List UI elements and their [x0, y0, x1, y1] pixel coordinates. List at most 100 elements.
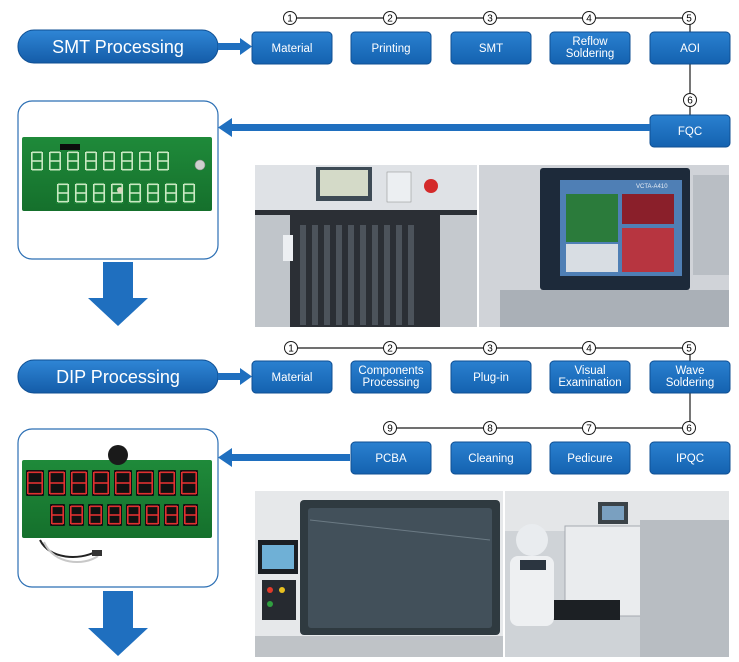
seven-segment-digit	[110, 182, 124, 204]
smt-step-number: 3	[487, 14, 493, 25]
seven-segment-digit	[92, 182, 106, 204]
dip-step-number-circle	[582, 341, 596, 355]
smt-board-frame	[17, 100, 219, 260]
aoi-screen-label: VCTA-A410	[636, 184, 668, 190]
smt-fqc-arrow	[218, 118, 650, 137]
dip-step-number: 9	[387, 424, 393, 435]
dip-step-label: Plug-in	[473, 372, 509, 384]
aoi-machine-photo: VCTA-A410	[479, 165, 729, 327]
dip-step-pedicure: Pedicure 7	[549, 421, 631, 475]
seven-segment-digit	[164, 182, 178, 204]
smt-title: SMT Processing	[52, 37, 184, 57]
seven-segment-digit	[69, 504, 84, 526]
dip-down-arrow	[88, 591, 148, 656]
dip-step-label: IPQC	[676, 453, 704, 465]
dip-step-number-circle	[383, 421, 397, 435]
smt-pill-arrow	[218, 38, 252, 55]
dip-step-number: 8	[487, 424, 493, 435]
dip-title: DIP Processing	[56, 367, 180, 387]
smt-step-label: Reflow	[572, 36, 608, 48]
dip-step-box	[649, 441, 731, 475]
dip-step-label: Components	[358, 365, 423, 377]
smt-step-number-circle	[383, 11, 397, 25]
dip-step-number: 7	[586, 424, 592, 435]
wave-soldering-photo	[255, 491, 503, 657]
dip-step-number: 1	[288, 344, 294, 355]
dip-step-number: 2	[387, 344, 393, 355]
smt-step-label: Printing	[372, 43, 411, 55]
dip-step-label: Pedicure	[567, 453, 612, 465]
smt-step-number-circle	[483, 11, 497, 25]
dip-step-number-circle	[682, 421, 696, 435]
dip-step-box	[450, 360, 532, 394]
smt-step-label: FQC	[678, 126, 702, 138]
dip-step-material: Material 1	[251, 341, 333, 394]
smt-step-printing: Printing 2	[350, 11, 432, 65]
dip-step-number: 6	[686, 424, 692, 435]
dip-step-number-circle	[582, 421, 596, 435]
dip-step-box	[649, 360, 731, 394]
seven-segment-digit	[183, 504, 198, 526]
dip-step-label: Wave	[676, 365, 705, 377]
dip-pcb-image	[22, 445, 212, 563]
smt-step-box	[649, 31, 731, 65]
dip-step-label: PCBA	[375, 453, 407, 465]
dip-step-box	[549, 441, 631, 475]
dip-step-label: Material	[272, 372, 313, 384]
smt-machine-photo	[255, 165, 477, 327]
smt-step-box	[350, 31, 432, 65]
seven-segment-digit	[48, 470, 66, 496]
dip-step-number: 3	[487, 344, 493, 355]
dip-board-frame	[17, 428, 219, 588]
seven-segment-digit	[50, 504, 65, 526]
dip-step-box	[350, 441, 432, 475]
smt-step-material: Material 1	[251, 11, 333, 65]
smt-step-label: Soldering	[566, 48, 615, 60]
seven-segment-digit	[136, 470, 154, 496]
smt-step-number-circle	[683, 93, 697, 107]
dip-step-number: 5	[686, 344, 692, 355]
dip-pill-arrow	[218, 368, 252, 385]
seven-segment-digit	[114, 470, 132, 496]
dip-step-number-circle	[682, 341, 696, 355]
seven-segment-digit	[145, 504, 160, 526]
dip-step-pcba: PCBA 9	[350, 421, 432, 475]
smt-step-label: SMT	[479, 43, 503, 55]
dip-step-number-circle	[483, 341, 497, 355]
dip-step-box	[251, 360, 333, 394]
smt-step-box	[549, 31, 631, 65]
dip-step-label: Processing	[363, 377, 420, 389]
dip-pcba-arrow	[218, 448, 350, 467]
smt-step-label: Material	[272, 43, 313, 55]
seven-segment-digit	[156, 150, 170, 172]
dip-step-label: Cleaning	[468, 453, 513, 465]
dip-step-number: 4	[586, 344, 592, 355]
smt-step-box	[251, 31, 333, 65]
seven-segment-digit	[158, 470, 176, 496]
dip-step-cleaning: Cleaning 8	[450, 421, 532, 475]
seven-segment-digit	[164, 504, 179, 526]
smt-pcb-image	[22, 137, 212, 211]
smt-step-number: 1	[287, 14, 293, 25]
dip-step-label: Examination	[558, 377, 621, 389]
seven-segment-digit	[26, 470, 44, 496]
dip-step-label: Soldering	[666, 377, 715, 389]
smt-step-number: 6	[687, 96, 693, 107]
seven-segment-digit	[138, 150, 152, 172]
dip-step-number-circle	[483, 421, 497, 435]
seven-segment-digit	[92, 470, 110, 496]
smt-step-smt: SMT 3	[450, 11, 532, 65]
seven-segment-digit	[74, 182, 88, 204]
seven-segment-digit	[180, 470, 198, 496]
smt-step-number-circle	[283, 11, 297, 25]
smt-step-number: 2	[387, 14, 393, 25]
dip-step-plug-in: Plug-in 3	[450, 341, 532, 394]
seven-segment-digit	[146, 182, 160, 204]
smt-step-fqc: FQC 6	[649, 93, 731, 148]
